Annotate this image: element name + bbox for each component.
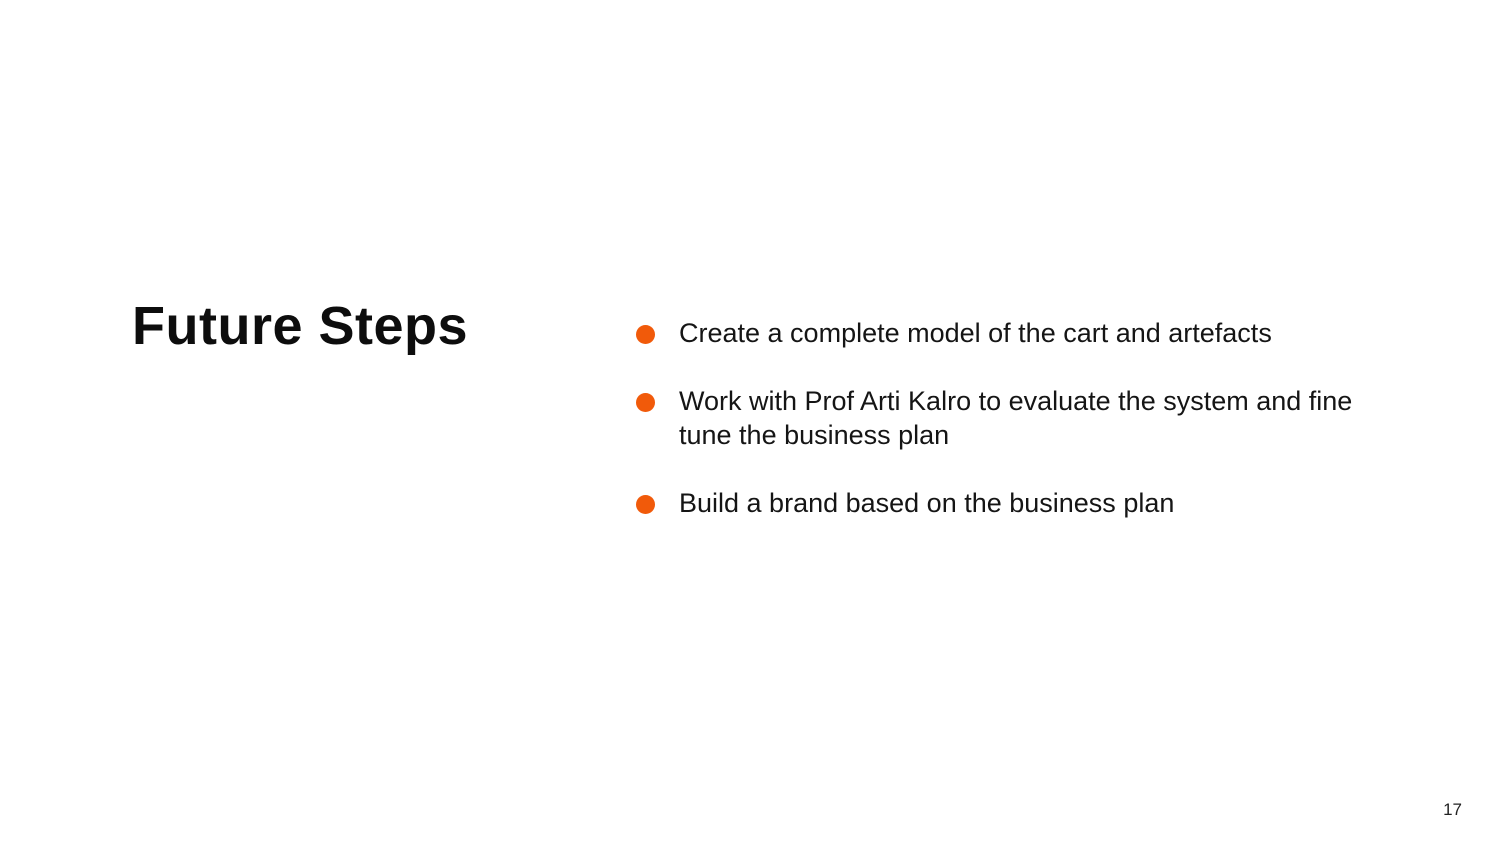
bullet-icon bbox=[636, 325, 655, 344]
list-item: Work with Prof Arti Kalro to evaluate th… bbox=[636, 384, 1396, 452]
bullet-list: Create a complete model of the cart and … bbox=[636, 316, 1396, 554]
bullet-text: Create a complete model of the cart and … bbox=[679, 318, 1272, 348]
bullet-icon bbox=[636, 495, 655, 514]
list-item: Build a brand based on the business plan bbox=[636, 486, 1396, 520]
bullet-text: Build a brand based on the business plan bbox=[679, 488, 1175, 518]
bullet-text: Work with Prof Arti Kalro to evaluate th… bbox=[679, 386, 1353, 450]
slide-title: Future Steps bbox=[132, 296, 469, 356]
list-item: Create a complete model of the cart and … bbox=[636, 316, 1396, 350]
page-number: 17 bbox=[1443, 800, 1462, 819]
bullet-icon bbox=[636, 393, 655, 412]
